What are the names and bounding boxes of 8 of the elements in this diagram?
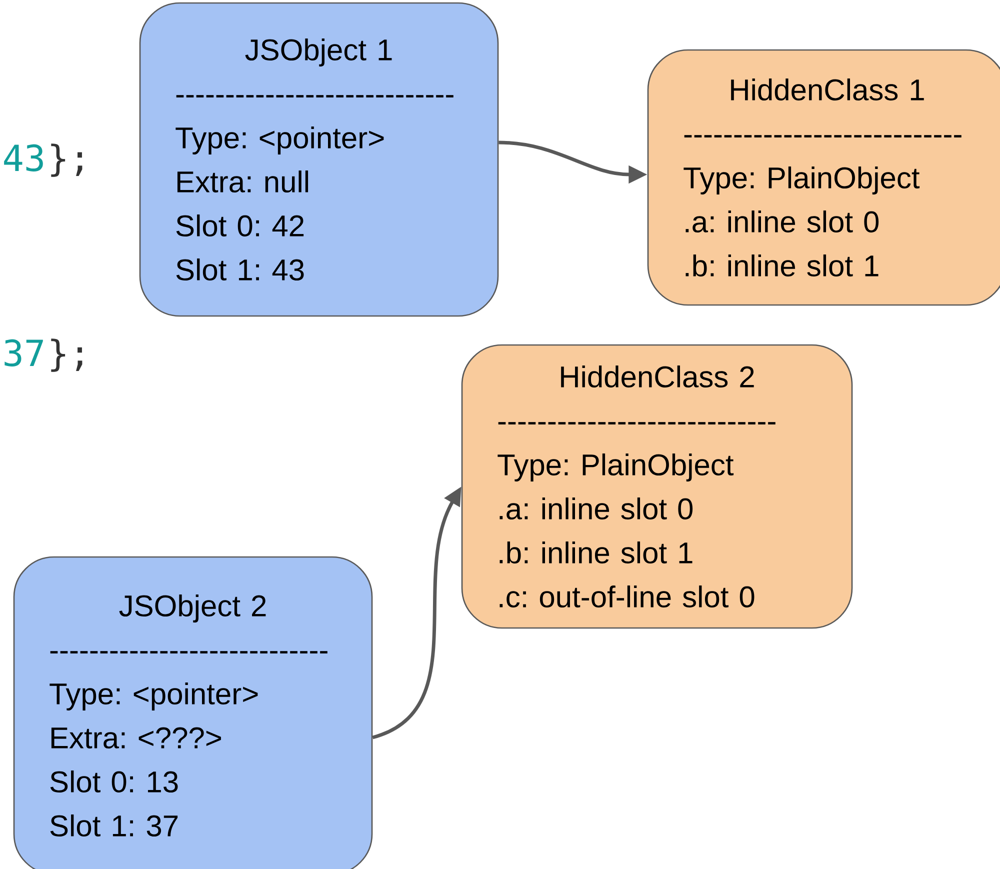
code-fragment: 37 [4,339,43,366]
object-box: JSObject 1 ---------------------------- Type: <pointer> Extra: null Slot 0: 42 Slot 1: 43 [139,2,499,317]
class-box: HiddenClass 1 ---------------------------- Type: PlainObject .a: inline slot 0 .b: inline slot 1 [647,49,1000,306]
code-fragment: }; [51,338,82,372]
class-box: HiddenClass 2 ---------------------------- Type: PlainObject .a: inline slot 0 .b: inline slot 1 .c: out-of-line slot 0 [461,344,853,629]
code-fragment: 43 [4,144,43,172]
code-fragment: }; [51,144,82,177]
object-box: JSObject 2 ---------------------------- Type: <pointer> Extra: <???> Slot 0: 13 Slot 1: 37 [13,556,373,869]
